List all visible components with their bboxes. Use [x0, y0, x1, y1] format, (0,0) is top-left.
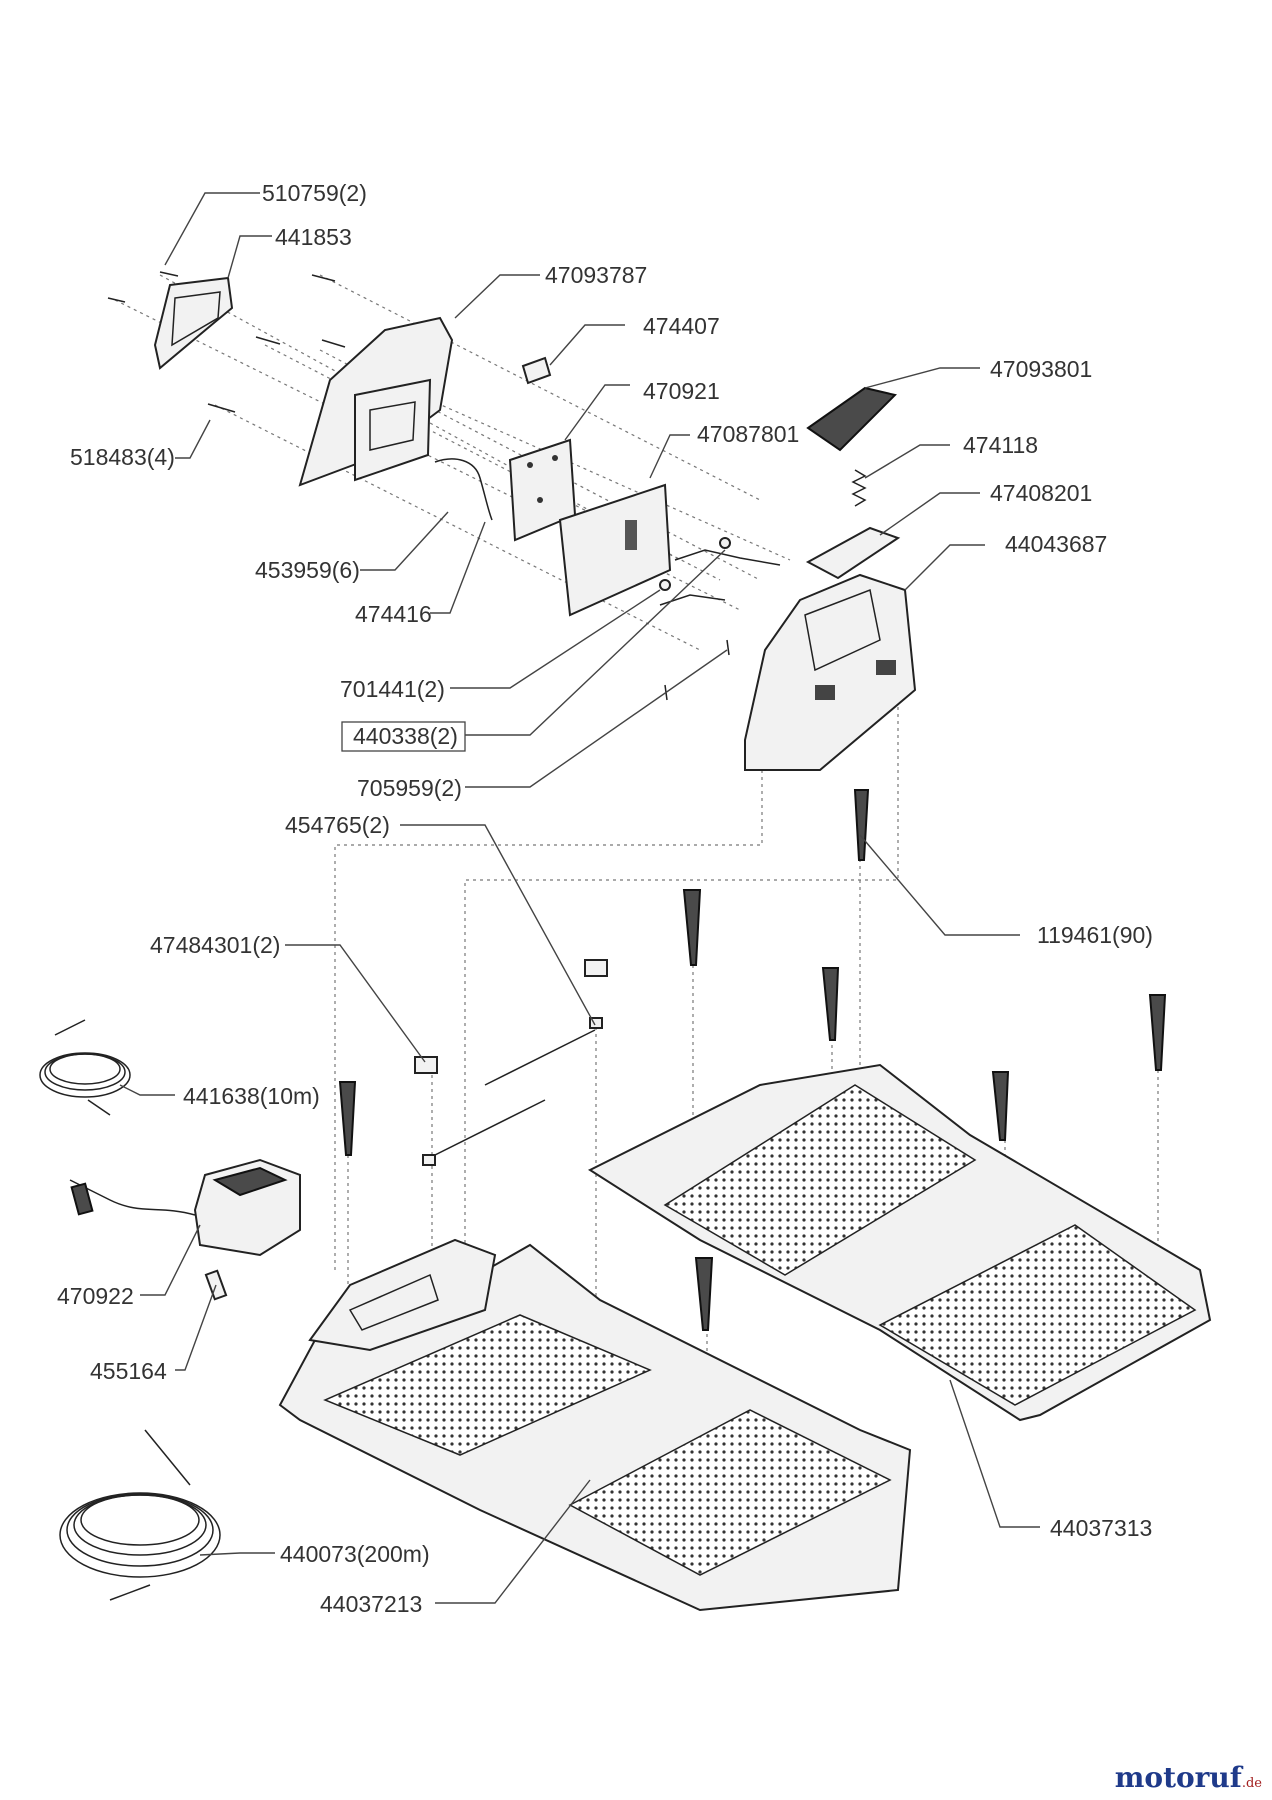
cable-ties-454765	[422, 1017, 603, 1166]
label-518483: 518483(4)	[70, 444, 175, 470]
label-47093801: 47093801	[990, 356, 1092, 382]
label-441853: 441853	[275, 224, 352, 250]
watermark-logo: motoruf.de	[1115, 1761, 1262, 1794]
cap-47093801	[806, 386, 897, 452]
charging-station-parts	[39, 271, 1212, 1612]
label-454765: 454765(2)	[285, 812, 390, 838]
label-44037313: 44037313	[1050, 1515, 1152, 1541]
label-47093787: 47093787	[545, 262, 647, 288]
screw-510759-b	[107, 297, 126, 303]
label-470922: 470922	[57, 1283, 134, 1309]
plate-47087801	[558, 483, 672, 617]
label-441638: 441638(10m)	[183, 1083, 320, 1109]
switch-474407	[521, 356, 552, 385]
base-44043687	[744, 573, 917, 771]
label-440338: 440338(2)	[353, 723, 458, 749]
part-labels: 510759(2) 441853 47093787 474407 470921 …	[57, 180, 1153, 1617]
label-701441: 701441(2)	[340, 676, 445, 702]
holder-47408201	[805, 526, 901, 580]
label-119461: 119461(90)	[1037, 922, 1153, 948]
leader-lines	[119, 192, 1040, 1604]
clips-47484301	[414, 959, 608, 1074]
coil-441638	[39, 1019, 131, 1116]
label-470921: 470921	[643, 378, 720, 404]
label-440338-box	[341, 721, 466, 752]
pegs-119461	[338, 789, 1167, 1331]
cover-441853	[153, 276, 234, 370]
label-47408201: 47408201	[990, 480, 1092, 506]
watermark-brand: motoruf	[1114, 1761, 1242, 1794]
wire-harness-474416	[434, 458, 493, 521]
label-474118: 474118	[963, 432, 1038, 458]
coil-440073	[59, 1429, 221, 1601]
label-455164: 455164	[90, 1358, 167, 1384]
label-474416: 474416	[355, 601, 432, 627]
screw-510759-a	[159, 271, 179, 277]
label-47484301: 47484301(2)	[150, 932, 280, 958]
label-453959: 453959(6)	[255, 557, 360, 583]
base-plate-44037313	[587, 1063, 1212, 1422]
label-44037213: 44037213	[320, 1591, 422, 1617]
base-plate-44037213	[278, 1238, 912, 1612]
label-440073: 440073(200m)	[280, 1541, 430, 1567]
transformer-470922	[69, 1158, 301, 1257]
label-47087801: 47087801	[697, 421, 799, 447]
housing-47093787	[298, 316, 454, 487]
label-474407: 474407	[643, 313, 720, 339]
label-510759: 510759(2)	[262, 180, 367, 206]
label-705959: 705959(2)	[357, 775, 462, 801]
label-44043687: 44043687	[1005, 531, 1107, 557]
watermark-suffix: .de	[1241, 1776, 1262, 1791]
spring-474118	[851, 469, 867, 507]
